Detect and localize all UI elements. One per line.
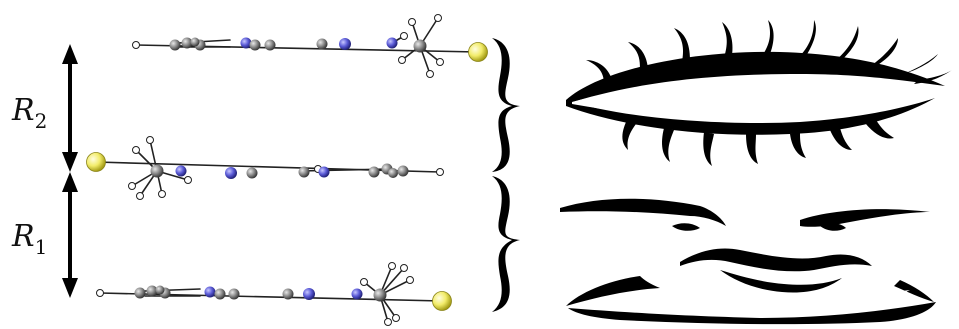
hydrogen-atom — [436, 168, 444, 176]
hydrogen-atom — [132, 146, 140, 154]
hydrogen-atom — [360, 278, 368, 286]
hydrogen-atom — [400, 264, 408, 272]
carbon-atom — [388, 168, 398, 178]
nitrogen-atom — [339, 38, 351, 50]
carbon-atom — [397, 165, 409, 177]
hydrogen-atom — [96, 289, 104, 297]
molecule-middle — [86, 136, 444, 200]
carbon-atom — [155, 285, 165, 295]
hydrogen-atom — [128, 182, 136, 190]
hydrogen-atom — [400, 32, 408, 40]
nitrogen-atom — [351, 288, 363, 300]
nitrogen-atom — [303, 288, 315, 300]
carbon-atom — [316, 38, 328, 50]
sulfur-atom — [468, 42, 488, 62]
carbon-atom — [368, 166, 380, 178]
carbon-atom — [214, 288, 226, 300]
carbon-atom — [373, 288, 387, 302]
distance-arrow-r1 — [62, 172, 78, 298]
hydrogen-atom — [436, 58, 444, 66]
label-r1: R1 — [11, 219, 47, 259]
hydrogen-atom — [392, 314, 400, 322]
nitrogen-atom — [240, 37, 252, 49]
hydrogen-atom — [184, 176, 192, 184]
carbon-atom — [249, 39, 261, 51]
hydrogen-atom — [408, 18, 416, 26]
distance-arrow-r2 — [62, 44, 78, 172]
carbon-atom — [246, 167, 258, 179]
nitrogen-atom — [386, 37, 398, 49]
carbon-atom — [228, 288, 240, 300]
nitrogen-atom — [175, 165, 187, 177]
hydrogen-atom — [388, 262, 396, 270]
carbon-atom — [264, 39, 276, 51]
carbon-atom — [146, 285, 158, 297]
carbon-atom — [181, 37, 193, 49]
carbon-atom — [134, 287, 146, 299]
hydrogen-atom — [426, 70, 434, 78]
carbon-atom — [282, 288, 294, 300]
eye-illustration — [566, 20, 952, 166]
nitrogen-atom — [204, 286, 216, 298]
sulfur-atom — [432, 291, 452, 311]
hydrogen-atom — [132, 41, 140, 49]
hydrogen-atom — [158, 190, 166, 198]
hydrogen-atom — [406, 276, 414, 284]
carbon-atom — [190, 37, 200, 47]
hydrogen-atom — [434, 14, 442, 22]
curly-brace-upper — [492, 38, 520, 172]
curly-brace-lower — [492, 176, 520, 312]
carbon-atom — [413, 39, 427, 53]
molecule-top — [132, 14, 488, 78]
sulfur-atom — [86, 152, 106, 172]
carbon-atom — [169, 39, 181, 51]
hydrogen-atom — [384, 318, 392, 326]
hydrogen-atom — [146, 136, 154, 144]
carbon-atom — [298, 166, 310, 178]
hydrogen-atom — [398, 56, 406, 64]
nitrogen-atom — [225, 167, 237, 179]
carbon-atom — [150, 164, 164, 178]
nitrogen-atom — [318, 166, 330, 178]
label-r2: R2 — [11, 93, 47, 133]
molecule-bottom — [96, 262, 452, 326]
hydrogen-atom — [136, 192, 144, 200]
face-brows-nose-illustration — [560, 198, 936, 325]
